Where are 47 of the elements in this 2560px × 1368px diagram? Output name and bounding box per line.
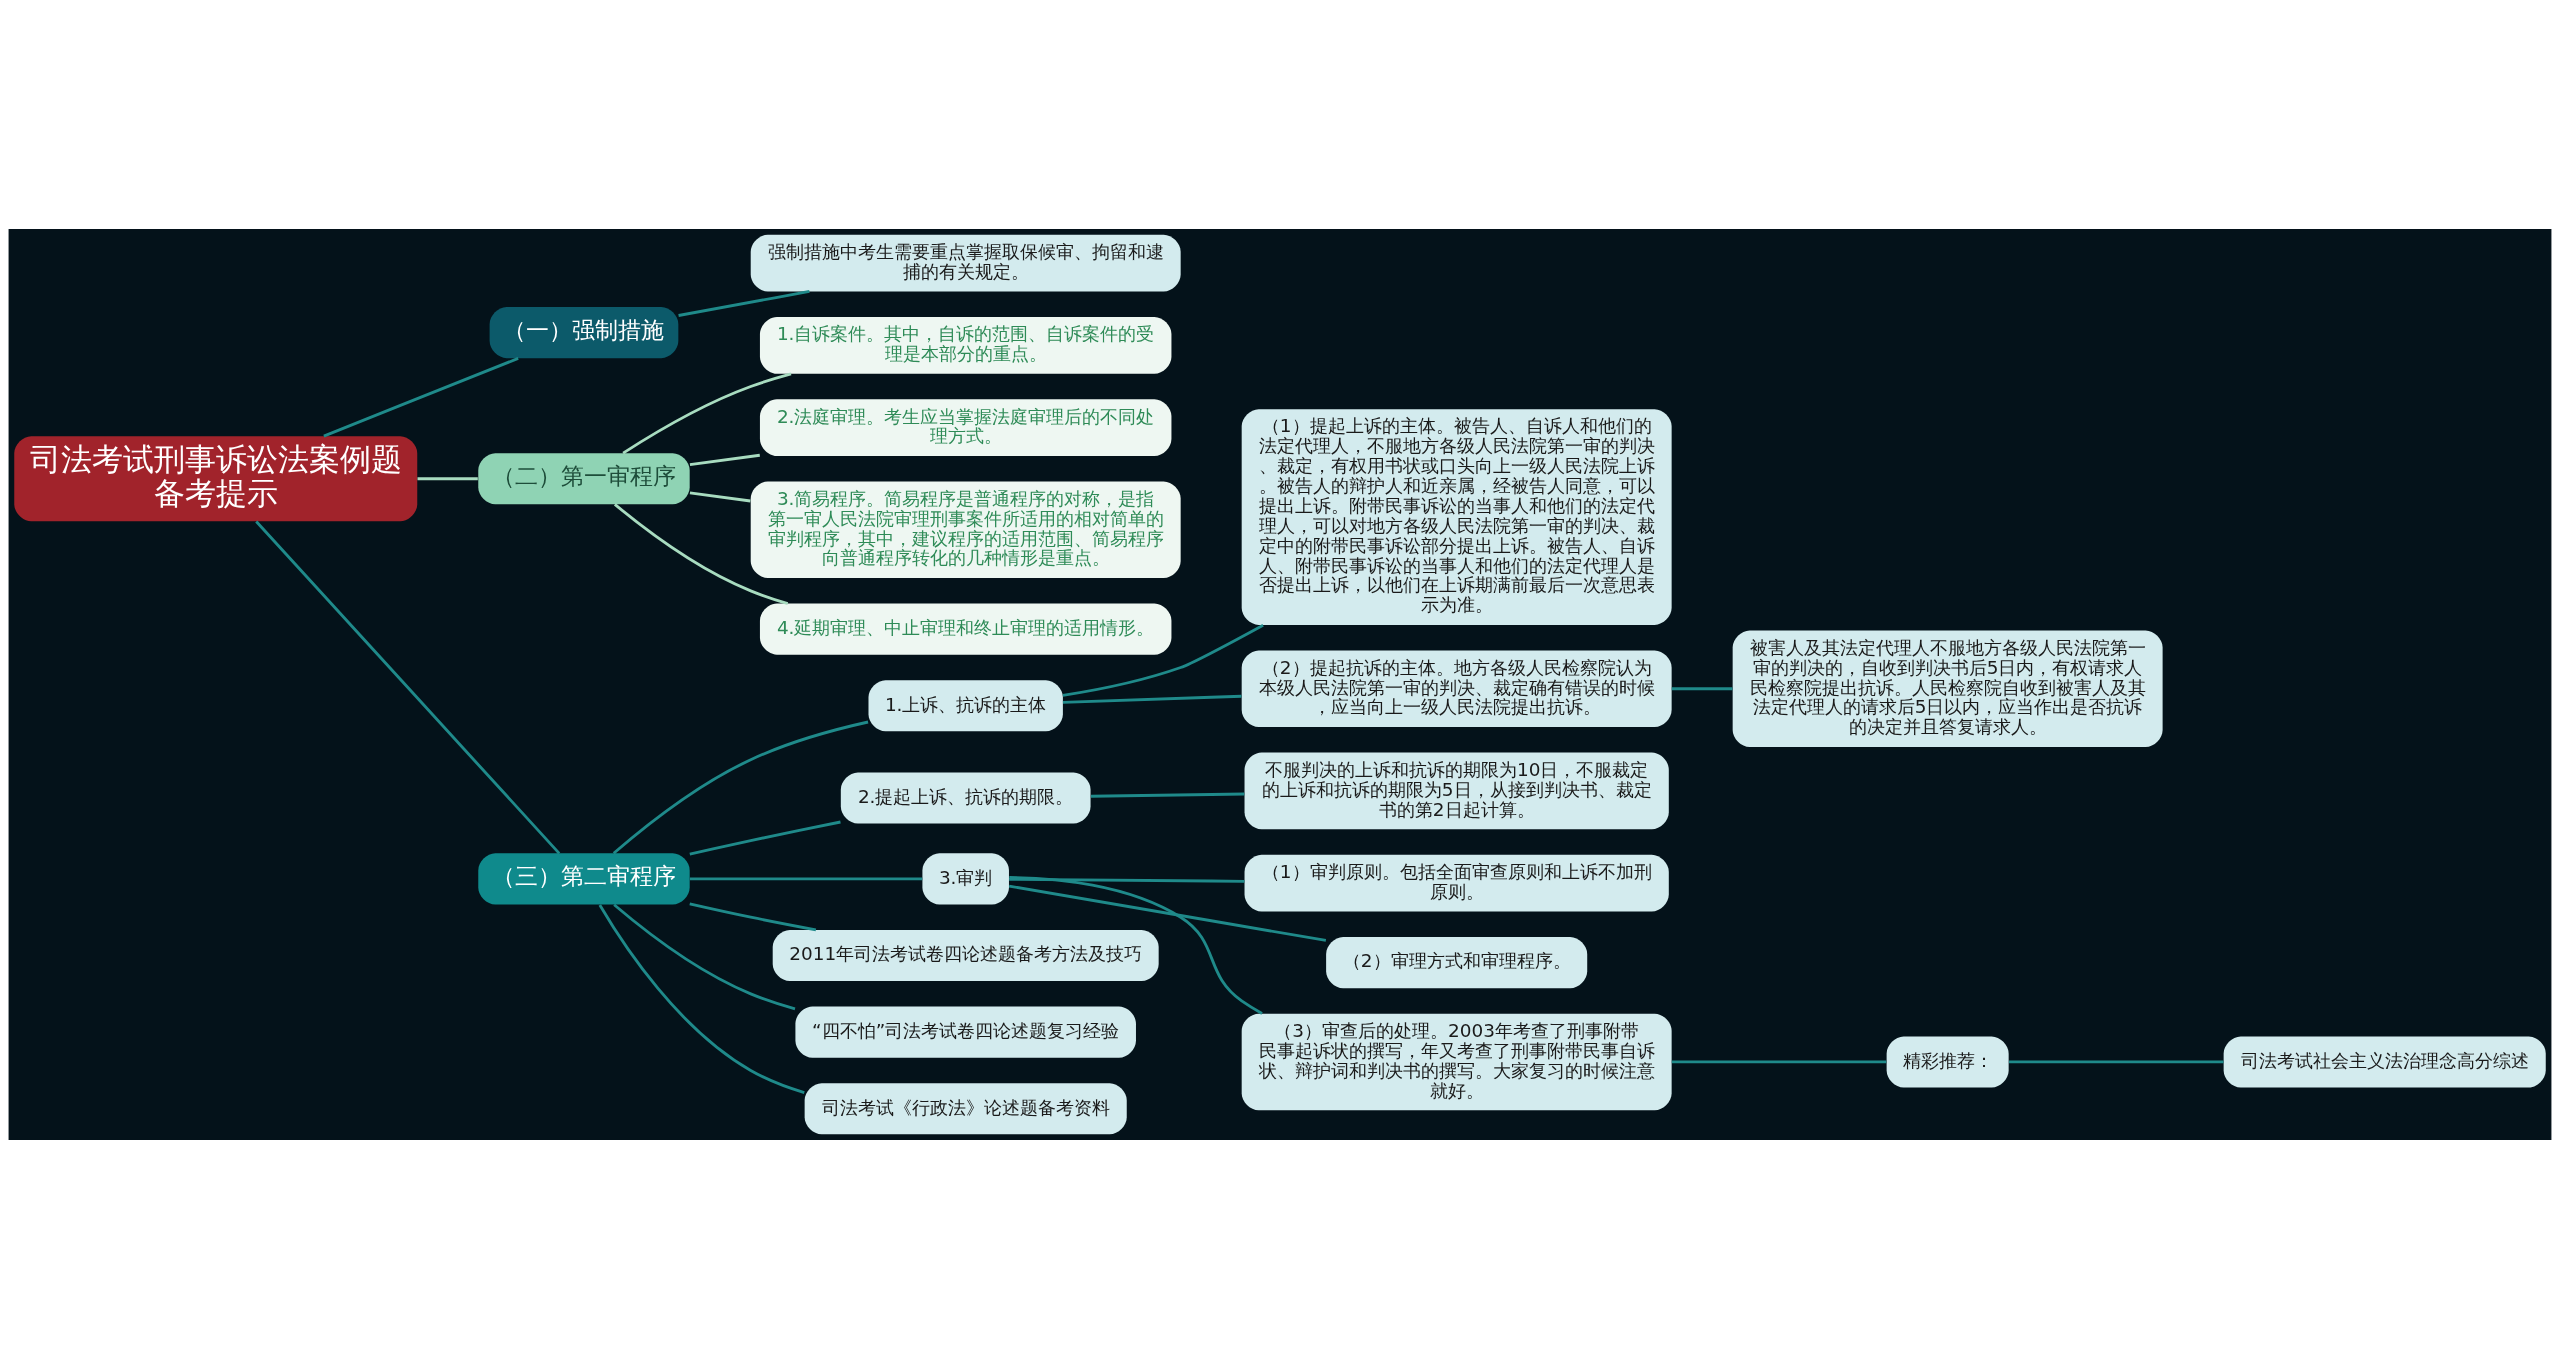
- connector: [612, 720, 869, 854]
- connector: [689, 902, 817, 931]
- node-box: 司法考试《行政法》论述题备考资料: [804, 1082, 1127, 1134]
- connector: [689, 490, 751, 502]
- connector: [1009, 875, 1263, 1015]
- node-box: 司法考试刑事诉讼法案例题备考提示: [14, 435, 418, 521]
- node-box: （二）第一审程序: [478, 452, 690, 504]
- connector: [689, 877, 923, 880]
- node-box: 2.法庭审理。考生应当掌握法庭审理后的不同处理方式。: [759, 398, 1172, 456]
- connector: [613, 502, 789, 605]
- node-box: 精彩推荐：: [1886, 1035, 2009, 1087]
- node-box: 不服判决的上诉和抗诉的期限为10日，不服裁定的上诉和抗诉的期限为5日，从接到判决书、裁定书的第2日起计算。: [1244, 752, 1669, 829]
- connector: [323, 356, 519, 437]
- node-box: 1.自诉案件。其中，自诉的范围、自诉案件的受理是本部分的重点。: [759, 316, 1172, 374]
- node-box: 被害人及其法定代理人不服地方各级人民法院第一审的判决的，自收到判决书后5日内，有权请求人民检察院提出抗诉。人民检察院自收到被害人及其法定代理人的请求后5日以内，应当作出是否抗诉的决定并且答复请求人。: [1732, 630, 2163, 747]
- node-box: （2）审理方式和审理程序。: [1326, 936, 1588, 988]
- node-box: （2）提起抗诉的主体。地方各级人民检察院认为本级人民法院第一审的判决、裁定确有错误的时候，应当向上一级人民法院提出抗诉。: [1241, 649, 1672, 727]
- connector: [1009, 877, 1245, 883]
- connector: [1090, 792, 1245, 798]
- node-box: （三）第二审程序: [478, 852, 690, 904]
- node-box: 4.延期审理、中止审理和终止审理的适用情形。: [759, 603, 1172, 655]
- node-box: 1.上诉、抗诉的主体: [868, 679, 1063, 731]
- connector: [689, 820, 841, 856]
- connector: [689, 453, 760, 466]
- node-box: 司法考试社会主义法治理念高分综述: [2223, 1035, 2546, 1087]
- connector: [1062, 623, 1264, 697]
- connector: [598, 903, 805, 1094]
- node-box: （一）强制措施: [489, 306, 679, 358]
- connector: [2009, 1060, 2224, 1063]
- node-box: “四不怕”司法考试卷四论述题复习经验: [795, 1006, 1136, 1058]
- node-box: （1）审判原则。包括全面审查原则和上诉不加刑原则。: [1244, 854, 1669, 912]
- connector: [678, 289, 810, 317]
- connector: [622, 371, 792, 454]
- connector: [613, 903, 796, 1010]
- node-box: （1）提起上诉的主体。被告人、自诉人和他们的法定代理人，不服地方各级人民法院第一审的判决、裁定，有权用书状或口头向上一级人民法院上诉。被告人的辩护人和近亲属，经被告人同意，可以提出上诉。附带民事诉讼的当事人和他们的法定代理人，可以对地方各级人民法院第一审的判决、裁定中的附带民事诉讼部分提出上诉。被告人、自诉人、附带民事诉讼的当事人和他们的法定代理人是否提出上诉，以他们在上诉期满前最后一次意思表示为准。: [1241, 408, 1672, 625]
- node-box: 2011年司法考试卷四论述题备考方法及技巧: [772, 929, 1159, 981]
- node-box: （3）审查后的处理。2003年考查了刑事附带民事起诉状的撰写，年又考查了刑事附带民事自诉状、辩护词和判决书的撰写。大家复习的时候注意就好。: [1241, 1013, 1672, 1110]
- node-box: 2.提起上诉、抗诉的期限。: [840, 772, 1091, 824]
- connector: [1008, 884, 1327, 942]
- node-box: 强制措施中考生需要重点掌握取保候审、拘留和逮捕的有关规定。: [750, 234, 1181, 291]
- connector: [255, 520, 561, 854]
- connector: [417, 476, 478, 480]
- node-box: 3.审判: [922, 852, 1009, 904]
- node-box: 3.简易程序。简易程序是普通程序的对称，是指第一审人民法院审理刑事案件所适用的相对简单的审判程序，其中，建议程序的适用范围、简易程序向普通程序转化的几种情形是重点。: [750, 481, 1181, 578]
- connector: [1062, 694, 1242, 704]
- connector: [1671, 686, 1733, 690]
- connector: [1671, 1060, 1887, 1063]
